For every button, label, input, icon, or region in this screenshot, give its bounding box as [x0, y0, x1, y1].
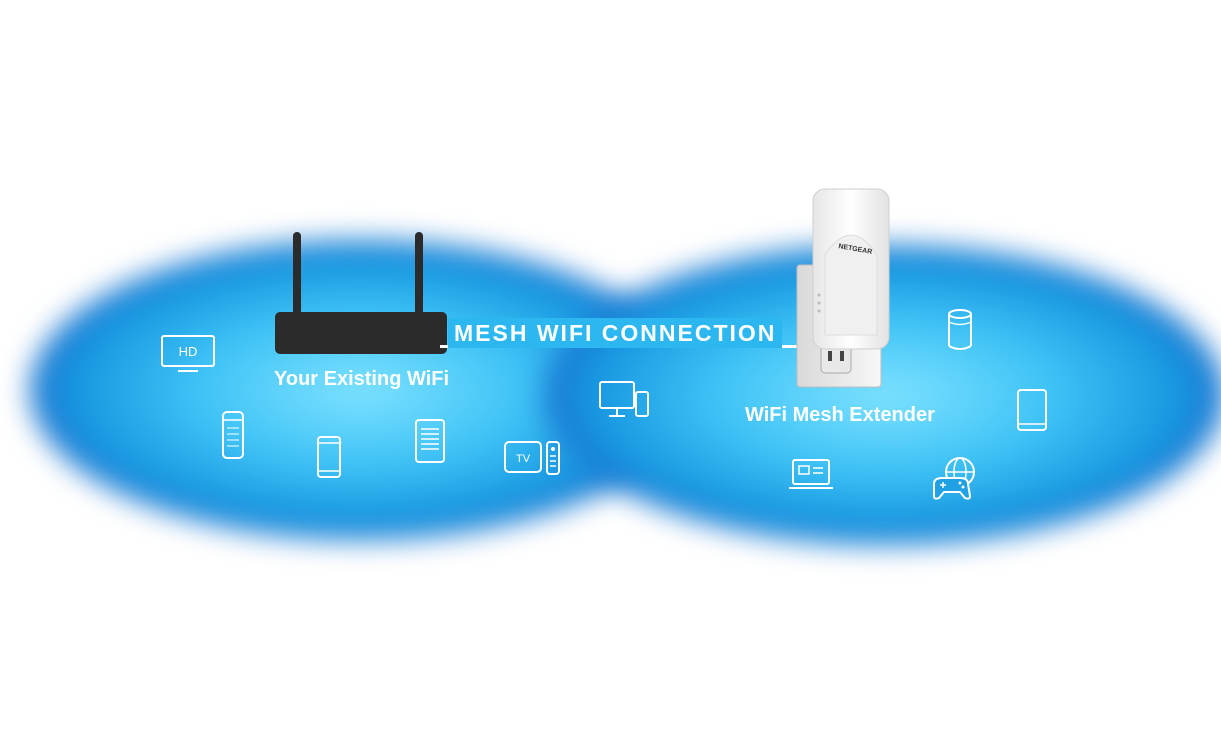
mesh-connection-text: MESH WIFI CONNECTION	[454, 320, 777, 346]
router-label: Your Existing WiFi	[274, 368, 450, 390]
smartphone-icon	[316, 435, 342, 479]
e-reader-icon	[414, 418, 446, 464]
tablet-icon	[1016, 388, 1048, 432]
gaming-globe-icon	[930, 456, 980, 504]
tv-icon: HD	[160, 334, 216, 374]
hd-text: HD	[179, 344, 198, 359]
extender-label: WiFi Mesh Extender	[745, 404, 935, 426]
tv-box-icon: TV	[503, 440, 563, 476]
smart-speaker-icon	[221, 410, 245, 462]
smart-speaker-round-icon	[946, 308, 974, 352]
laptop-icon	[787, 458, 835, 492]
desktop-and-phone-icon	[598, 380, 650, 420]
mesh-connection-label: MESH WIFI CONNECTION	[448, 318, 783, 348]
tv-box-text: TV	[516, 453, 531, 465]
router-icon	[272, 228, 452, 358]
mesh-extender-icon: NETGEAR	[795, 185, 895, 395]
